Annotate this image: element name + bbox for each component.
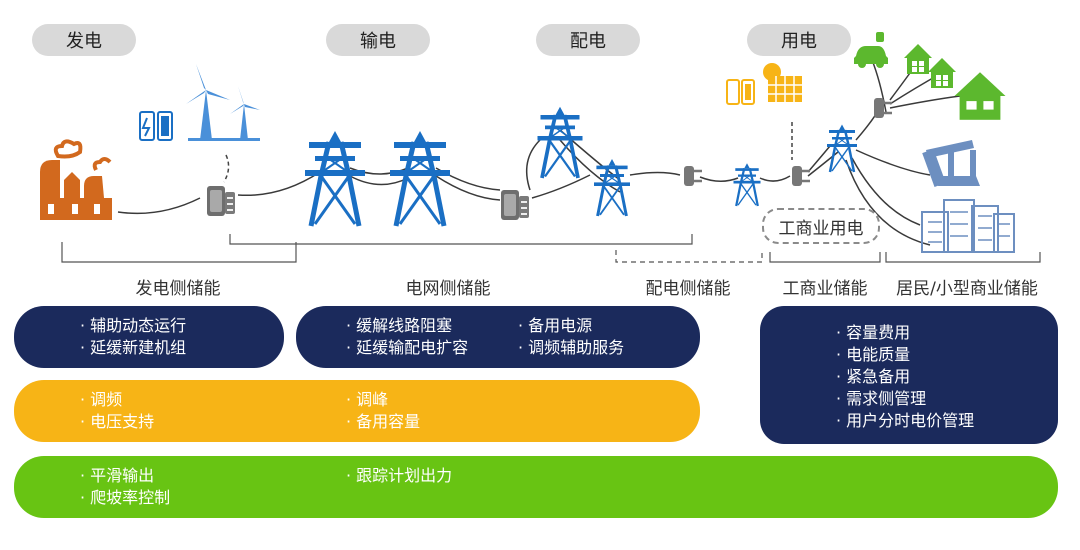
storage-unit-icon [500, 189, 530, 221]
stage-transmission: 输电 [326, 24, 430, 56]
house-icon [954, 72, 1006, 120]
benefit-list: · 平滑输出 · 爬坡率控制 [80, 466, 171, 507]
green-bar: · 平滑输出 · 爬坡率控制 · 跟踪计划出力 [14, 456, 1058, 518]
stage-consumption: 用电 [747, 24, 851, 56]
residential-bracket [885, 252, 1041, 263]
grid-bracket [229, 234, 693, 245]
segment-grid-side: 电网侧储能 [405, 279, 491, 299]
gold-bar: · 调频 · 电压支持 · 调峰 · 备用容量 [14, 380, 700, 442]
benefit-list: · 调峰 · 备用容量 [346, 390, 421, 431]
segment-residential-storage: 居民/小型商业储能 [896, 279, 1038, 299]
office-building-icon [921, 199, 1015, 253]
battery-icon [139, 111, 173, 141]
stage-distribution: 配电 [536, 24, 640, 56]
navy-bar-consumer: · 容量费用 · 电能质量 · 紧急备用 · 需求侧管理 · 用户分时电价管理 [760, 306, 1058, 444]
wind-turbine-icon [186, 64, 260, 141]
segment-distribution-side: 配电侧储能 [645, 279, 731, 299]
oil-pump-icon [922, 140, 980, 187]
energy-chain-illustration [40, 32, 1041, 263]
benefit-list: · 容量费用 · 电能质量 · 紧急备用 · 需求侧管理 · 用户分时电价管理 [836, 323, 975, 430]
electric-car-icon [854, 32, 888, 68]
benefit-list: · 跟踪计划出力 [346, 466, 453, 485]
navy-bar-generation: · 辅助动态运行 · 延缓新建机组 [14, 306, 284, 368]
segment-generation-side: 发电侧储能 [135, 279, 221, 299]
distribution-bracket [615, 250, 763, 263]
ci-consumption-label: 工商业用电 [762, 208, 880, 244]
ci-bracket [769, 252, 881, 263]
house-icon [928, 58, 956, 88]
stage-generation: 发电 [32, 24, 136, 56]
benefit-list: · 调频 · 电压支持 [80, 390, 155, 431]
storage-unit-icon [206, 185, 236, 217]
factory-icon [40, 139, 112, 220]
battery-icon [726, 79, 755, 105]
solar-panel-icon [763, 63, 802, 102]
generation-bracket [61, 242, 297, 263]
plug-icon [682, 164, 704, 188]
house-icon [904, 44, 932, 74]
benefit-list: · 备用电源 · 调频辅助服务 [518, 316, 625, 357]
plug-icon [872, 96, 894, 120]
navy-bar-grid: · 缓解线路阻塞 · 延缓输配电扩容 · 备用电源 · 调频辅助服务 [296, 306, 700, 368]
benefit-list: · 辅助动态运行 · 延缓新建机组 [80, 316, 187, 357]
plug-icon [790, 164, 812, 188]
segment-ci-storage: 工商业储能 [782, 279, 868, 299]
benefit-list: · 缓解线路阻塞 · 延缓输配电扩容 [346, 316, 469, 357]
